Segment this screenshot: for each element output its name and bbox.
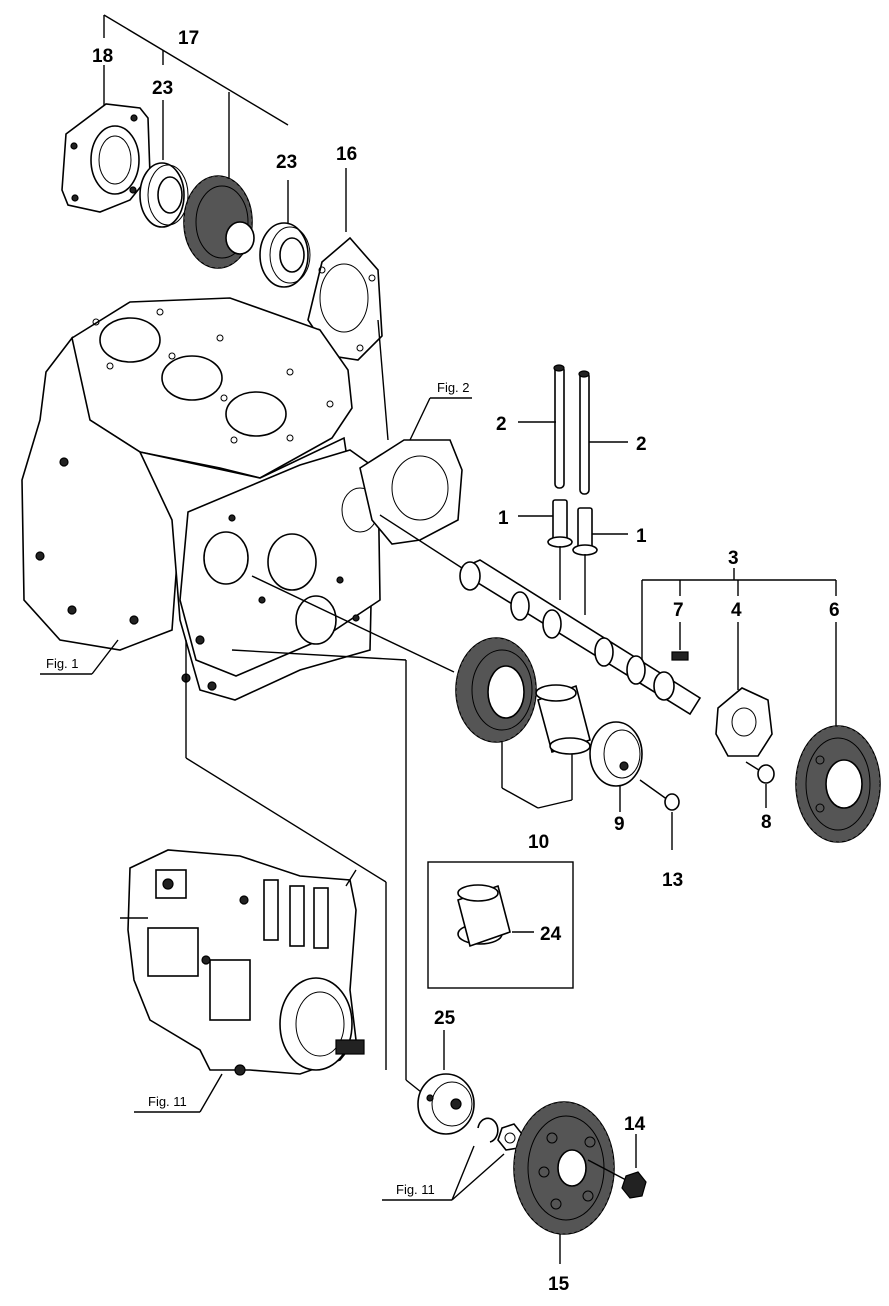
part-2-push-rods	[518, 364, 628, 495]
part-number-labels: 17 18 23 23 16 2 2 1 1 3 7 4 6 10 9 8 13…	[92, 28, 840, 1295]
label-24: 24	[540, 924, 562, 945]
label-18: 18	[92, 46, 113, 67]
part-17-gear	[183, 175, 255, 269]
fig-2-callout: Fig. 2	[409, 380, 472, 441]
fig-2-label: Fig. 2	[437, 380, 470, 395]
label-3: 3	[728, 548, 739, 569]
label-4: 4	[731, 600, 742, 621]
part-18-housing	[61, 103, 151, 213]
part-25-drive-flange	[417, 1030, 475, 1135]
label-16: 16	[336, 144, 357, 165]
pump-leaders	[185, 640, 427, 1097]
part-1-tappets	[518, 499, 628, 615]
part-9-idle-shaft	[589, 721, 643, 812]
label-13: 13	[662, 870, 683, 891]
fig-11-callout-bottom: Fig. 11	[382, 1145, 505, 1201]
leader-3-group	[642, 568, 837, 730]
part-15-pump-gear	[513, 1101, 615, 1264]
fig-1-callout: Fig. 1	[40, 639, 119, 675]
cylinder-block	[21, 297, 463, 701]
leader-10	[501, 742, 573, 809]
camshaft	[379, 514, 702, 716]
label-8: 8	[761, 812, 772, 833]
label-10: 10	[528, 832, 549, 853]
label-17: 17	[178, 28, 199, 49]
label-6: 6	[829, 600, 840, 621]
label-1-right: 1	[636, 526, 647, 547]
part-10-bushing	[535, 684, 591, 755]
label-25: 25	[434, 1008, 456, 1029]
part-13-bolt	[639, 779, 680, 850]
part-8-bolt	[745, 761, 775, 808]
label-23-right: 23	[276, 152, 297, 173]
part-16-gasket	[307, 168, 389, 441]
fig-1-label: Fig. 1	[46, 656, 79, 671]
fig-11-label-bottom: Fig. 11	[396, 1182, 435, 1197]
part-6-cam-gear	[795, 725, 881, 843]
label-2-right: 2	[636, 434, 647, 455]
part-10-idle-gear	[251, 575, 537, 743]
fig-11-label-left: Fig. 11	[148, 1094, 187, 1109]
fuel-injection-pump	[120, 849, 365, 1076]
part-23-bearing-left	[139, 162, 189, 228]
part-4-thrust-plate	[715, 687, 773, 757]
label-14: 14	[624, 1114, 646, 1135]
label-1-left: 1	[498, 508, 509, 529]
label-2-left: 2	[496, 414, 507, 435]
label-7: 7	[673, 600, 684, 621]
leader-17-group	[103, 14, 289, 225]
part-23-bearing-right	[259, 222, 311, 288]
part-7-key	[671, 651, 689, 661]
fig-11-callout-left: Fig. 11	[134, 1073, 223, 1113]
inset-box-24	[427, 861, 574, 989]
lock-washer	[477, 1117, 499, 1143]
label-9: 9	[614, 814, 625, 835]
label-15: 15	[548, 1274, 570, 1295]
part-14-nut	[587, 1134, 647, 1199]
label-23-left: 23	[152, 78, 173, 99]
